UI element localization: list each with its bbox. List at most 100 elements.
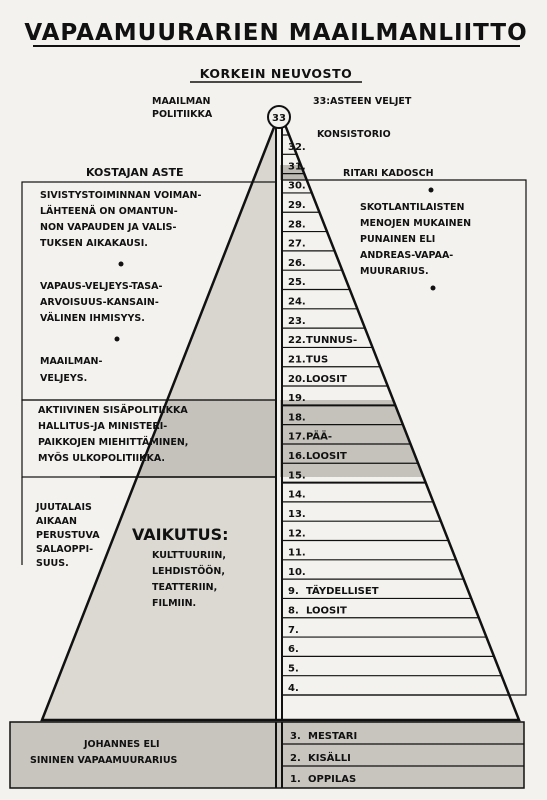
degree-label: LOOSIT bbox=[306, 451, 347, 462]
degree-row: 5. bbox=[288, 663, 299, 674]
degree-row: 31. bbox=[288, 161, 306, 172]
degree-number: 29. bbox=[288, 200, 306, 211]
degree-number: 16. bbox=[288, 451, 306, 462]
svg-text:SUUS.: SUUS. bbox=[36, 558, 69, 569]
svg-text:AIKAAN: AIKAAN bbox=[36, 516, 77, 527]
apex-number: 33 bbox=[272, 113, 286, 124]
svg-text:1.: 1. bbox=[290, 774, 301, 785]
svg-text:MYÖS ULKOPOLITIIKKA.: MYÖS ULKOPOLITIIKKA. bbox=[38, 453, 165, 464]
degree-number: 32. bbox=[288, 142, 306, 153]
apex-circle bbox=[267, 105, 291, 129]
degree-row: 13. bbox=[288, 509, 306, 520]
degree-number: 13. bbox=[288, 509, 306, 520]
degree-label: TUS bbox=[306, 354, 328, 365]
degree-row: 25. bbox=[288, 277, 306, 288]
degree-row: 11. bbox=[288, 548, 306, 559]
svg-text:TUKSEN AIKAKAUSI.: TUKSEN AIKAKAUSI. bbox=[40, 238, 148, 249]
degree-row: 6. bbox=[288, 644, 299, 655]
degree-number: 14. bbox=[288, 490, 306, 501]
svg-text:MENOJEN MUKAINEN: MENOJEN MUKAINEN bbox=[360, 218, 471, 229]
apex-left-label-1: MAAILMAN bbox=[152, 96, 211, 107]
svg-text:VELJEYS.: VELJEYS. bbox=[40, 373, 87, 384]
degree-row: 17.PÄÄ- bbox=[288, 429, 332, 443]
svg-text:NON VAPAUDEN JA VALIS-: NON VAPAUDEN JA VALIS- bbox=[40, 222, 177, 233]
degree-number: 6. bbox=[288, 644, 299, 655]
right-box bbox=[282, 179, 527, 696]
right-note: SKOTLANTILAISTEN MENOJEN MUKAINEN PUNAIN… bbox=[360, 202, 471, 277]
degree-row: 19. bbox=[288, 393, 306, 404]
degree-row: 22.TUNNUS- bbox=[288, 335, 357, 346]
degree-row: 27. bbox=[288, 239, 306, 250]
page-title: VAPAAMUURARIEN MAAILMANLIITTO bbox=[24, 20, 527, 46]
degree-number: 25. bbox=[288, 277, 306, 288]
degree-row: 29. bbox=[288, 200, 306, 211]
left-note-4: AKTIIVINEN SISÄPOLITIIKKA HALLITUS-JA MI… bbox=[38, 405, 188, 464]
degree-number: 8. bbox=[288, 606, 299, 617]
degree-row: 10. bbox=[288, 567, 306, 578]
svg-text:PUNAINEN ELI: PUNAINEN ELI bbox=[360, 234, 435, 245]
svg-text:LEHDISTÖÖN,: LEHDISTÖÖN, bbox=[152, 566, 225, 577]
svg-text:VAPAUS-VELJEYS-TASA-: VAPAUS-VELJEYS-TASA- bbox=[40, 281, 162, 292]
subtitle: KORKEIN NEUVOSTO bbox=[200, 66, 352, 81]
degree-number: 10. bbox=[288, 567, 306, 578]
degree-number: 20. bbox=[288, 374, 306, 385]
degree-rows: 32. 31. 30. 29. 28. 27. 26. 25. 24. 23. 22.TUNNUS-… bbox=[282, 134, 510, 696]
svg-text:3.: 3. bbox=[290, 731, 301, 742]
degree-row: 28. bbox=[288, 219, 306, 230]
degree-number: 15. bbox=[288, 470, 306, 481]
degree-row: 26. bbox=[288, 258, 306, 269]
degree-row: 21.TUS bbox=[288, 354, 328, 365]
konsistorio-label: KONSISTORIO bbox=[317, 129, 391, 140]
svg-text:PAIKKOJEN MIEHITTÄMINEN,: PAIKKOJEN MIEHITTÄMINEN, bbox=[38, 437, 188, 448]
degree-number: 5. bbox=[288, 663, 299, 674]
svg-text:HALLITUS-JA MINISTERI-: HALLITUS-JA MINISTERI- bbox=[38, 421, 167, 432]
degree-label: LOOSIT bbox=[306, 374, 347, 385]
degree-number: 19. bbox=[288, 393, 306, 404]
degree-row: 23. bbox=[288, 316, 306, 327]
svg-text:VÄLINEN IHMISYYS.: VÄLINEN IHMISYYS. bbox=[40, 313, 145, 324]
bullet-dot bbox=[118, 261, 124, 267]
degree-number: 18. bbox=[288, 412, 306, 423]
svg-text:AKTIIVINEN SISÄPOLITIIKKA: AKTIIVINEN SISÄPOLITIIKKA bbox=[38, 405, 188, 416]
base-degree-1: 3. MESTARI bbox=[290, 731, 357, 742]
left-note-2: VAPAUS-VELJEYS-TASA- ARVOISUUS-KANSAIN- … bbox=[40, 281, 162, 324]
degree-row: 4. bbox=[288, 683, 299, 694]
apex-right-label: 33:ASTEEN VELJET bbox=[313, 96, 412, 107]
svg-text:KISÄLLI: KISÄLLI bbox=[308, 750, 351, 764]
degree-label: LOOSIT bbox=[306, 606, 347, 617]
svg-text:KULTTUURIIN,: KULTTUURIIN, bbox=[152, 550, 226, 561]
svg-text:MESTARI: MESTARI bbox=[308, 731, 357, 742]
degree-label: PÄÄ- bbox=[306, 429, 332, 443]
svg-text:FILMIIN.: FILMIIN. bbox=[152, 598, 196, 609]
left-note-1: SIVISTYSTOIMINNAN VOIMAN- LÄHTEENÄ ON OM… bbox=[40, 190, 201, 249]
degree-number: 31. bbox=[288, 161, 306, 172]
degree-number: 30. bbox=[288, 181, 306, 192]
pyramid-outline bbox=[40, 108, 521, 722]
bullet-dot bbox=[114, 336, 120, 342]
degree-row: 7. bbox=[288, 625, 299, 636]
left-note-3: MAAILMAN- VELJEYS. bbox=[40, 356, 103, 384]
base-degree-3: 1. OPPILAS bbox=[290, 774, 356, 785]
apex-left-label-2: POLITIIKKA bbox=[152, 109, 213, 120]
svg-text:PERUSTUVA: PERUSTUVA bbox=[36, 530, 100, 541]
degree-number: 21. bbox=[288, 354, 306, 365]
degree-row: 16.LOOSIT bbox=[288, 451, 347, 462]
degree-number: 7. bbox=[288, 625, 299, 636]
svg-text:OPPILAS: OPPILAS bbox=[308, 774, 356, 785]
degree-row: 32. bbox=[288, 142, 306, 153]
svg-text:MAAILMAN-: MAAILMAN- bbox=[40, 356, 103, 367]
degree-row: 18. bbox=[288, 412, 306, 423]
degree-row: 15. bbox=[288, 470, 306, 481]
degree-row: 20.LOOSIT bbox=[288, 374, 347, 385]
svg-text:JUUTALAIS: JUUTALAIS bbox=[35, 502, 92, 513]
svg-text:2.: 2. bbox=[290, 753, 301, 764]
svg-text:SIVISTYSTOIMINNAN VOIMAN-: SIVISTYSTOIMINNAN VOIMAN- bbox=[40, 190, 201, 201]
bullet-dot bbox=[430, 285, 436, 291]
degree-row: 9.TÄYDELLISET bbox=[288, 583, 379, 597]
left-note-5: JUUTALAIS AIKAAN PERUSTUVA SALAOPPI- SUU… bbox=[35, 502, 100, 569]
degree-number: 27. bbox=[288, 239, 306, 250]
degree-number: 24. bbox=[288, 297, 306, 308]
degree-number: 28. bbox=[288, 219, 306, 230]
degree-number: 4. bbox=[288, 683, 299, 694]
